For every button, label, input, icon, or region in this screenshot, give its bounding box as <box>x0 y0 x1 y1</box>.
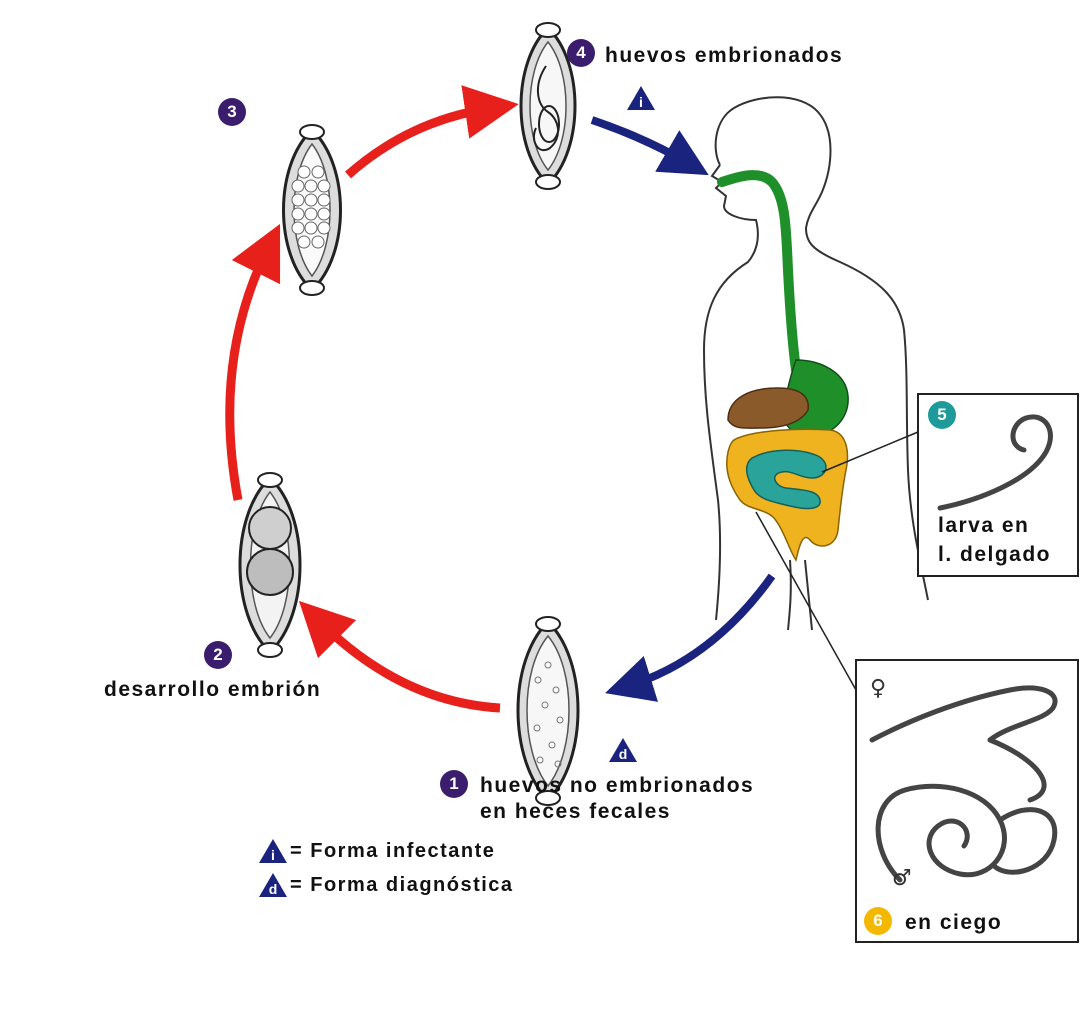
infective-marker-letter: i <box>626 94 656 110</box>
arrow-ingestion <box>592 120 688 163</box>
legend-diagnostic-text: = Forma diagnóstica <box>290 874 514 897</box>
stage-5-label-line1: larva en <box>938 514 1029 538</box>
badge-stage-6: 6 <box>864 907 892 935</box>
egg-two-cell <box>240 473 300 657</box>
stage-1-label-line2: en heces fecales <box>480 800 671 824</box>
legend-diagnostic-letter: d <box>258 881 288 897</box>
arrow-3-to-4 <box>348 108 492 175</box>
stage-1-label-line1: huevos no embrionados <box>480 774 754 798</box>
badge-stage-3: 3 <box>218 98 246 126</box>
male-symbol: ♂ <box>892 866 912 891</box>
arrow-2-to-3 <box>230 248 268 500</box>
badge-stage-2: 2 <box>204 641 232 669</box>
arrow-1-to-2 <box>318 620 500 708</box>
stage-4-label: huevos embrionados <box>605 44 843 68</box>
legend-infective-triangle: i <box>258 838 288 864</box>
callout-line-adult <box>756 512 856 690</box>
stage-5-label-line2: l. delgado <box>938 543 1051 567</box>
badge-stage-4: 4 <box>567 39 595 67</box>
diagnostic-triangle-marker: d <box>608 737 638 763</box>
stage-2-label: desarrollo embrión <box>104 678 321 702</box>
diagnostic-marker-letter: d <box>608 746 638 762</box>
legend-diagnostic-triangle: d <box>258 872 288 898</box>
badge-stage-1: 1 <box>440 770 468 798</box>
infective-triangle-marker: i <box>626 85 656 111</box>
legend-infective-letter: i <box>258 847 288 863</box>
legend-infective-text: = Forma infectante <box>290 840 495 863</box>
stage-6-label: en ciego <box>905 911 1002 935</box>
arrow-excretion <box>628 576 772 686</box>
badge-stage-5: 5 <box>928 401 956 429</box>
female-symbol: ♀ <box>870 676 886 701</box>
egg-multicell <box>284 125 341 295</box>
